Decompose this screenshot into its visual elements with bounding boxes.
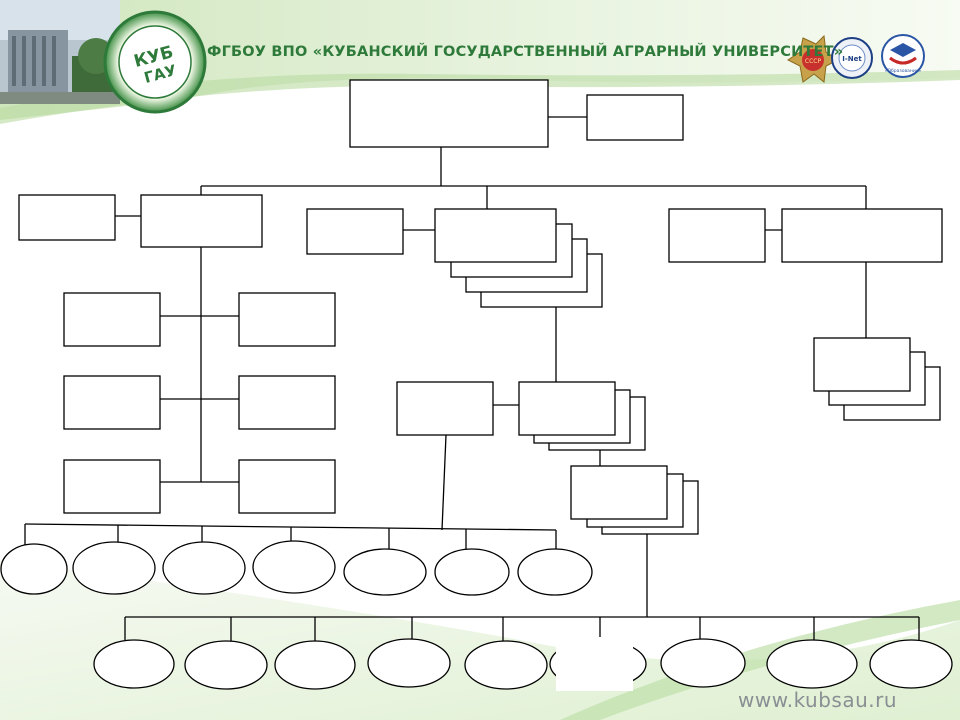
node-left-b2 <box>238 375 336 430</box>
ellipse-1-4 <box>252 540 336 594</box>
education-badge: «Образование» <box>881 34 925 78</box>
node-head <box>349 79 549 148</box>
ellipse-1-5 <box>343 548 427 596</box>
node-right-stack <box>813 337 941 421</box>
university-title: ФГБОУ ВПО «КУБАНСКИЙ ГОСУДАРСТВЕННЫЙ АГР… <box>207 44 844 60</box>
order-badge: СССР <box>787 34 839 83</box>
ellipse-2-8 <box>766 639 858 689</box>
node-center-left <box>396 381 494 436</box>
ellipse-row-1 <box>0 540 593 596</box>
node-center-side <box>306 208 404 255</box>
node-left-a2 <box>63 375 161 430</box>
node-left-b1 <box>238 292 336 347</box>
footer-swoosh <box>560 600 960 720</box>
node-left-a1 <box>63 292 161 347</box>
header-swoosh <box>0 70 960 124</box>
node-center-mid-stack <box>518 381 646 451</box>
ellipse-2-1 <box>93 639 175 689</box>
order-badge-text: СССР <box>805 58 822 65</box>
cover-patch <box>556 637 633 691</box>
ellipse-1-3 <box>162 541 246 595</box>
ellipse-row-2 <box>93 638 953 690</box>
node-right-side <box>668 208 766 263</box>
node-left-side <box>18 194 116 241</box>
ellipse-2-2 <box>184 640 268 690</box>
ellipse-1-7 <box>517 548 593 596</box>
node-left-a3 <box>63 459 161 514</box>
node-right-main <box>781 208 943 263</box>
node-left-main <box>140 194 263 248</box>
ellipse-2-4 <box>367 638 451 688</box>
node-center-low-stack <box>570 465 699 535</box>
ellipse-2-3 <box>274 640 356 690</box>
ellipse-1-2 <box>72 541 156 595</box>
inet-badge-text: I-Net <box>842 55 862 63</box>
connectors <box>24 116 920 641</box>
website-url[interactable]: www.kubsau.ru <box>738 688 898 712</box>
node-head-side <box>586 94 684 141</box>
university-logo: КУБ ГАУ <box>103 10 207 114</box>
education-badge-text: «Образование» <box>885 68 922 74</box>
node-center-stack <box>434 208 603 308</box>
ellipse-1-6 <box>434 548 510 596</box>
building-photo <box>0 0 120 104</box>
ellipse-2-9 <box>869 639 953 689</box>
inet-badge: I-Net <box>831 37 873 79</box>
header-band <box>0 0 960 120</box>
ellipse-1-1 <box>0 543 68 595</box>
ellipse-2-7 <box>660 638 746 688</box>
node-left-b3 <box>238 459 336 514</box>
ellipse-2-5 <box>464 640 548 690</box>
